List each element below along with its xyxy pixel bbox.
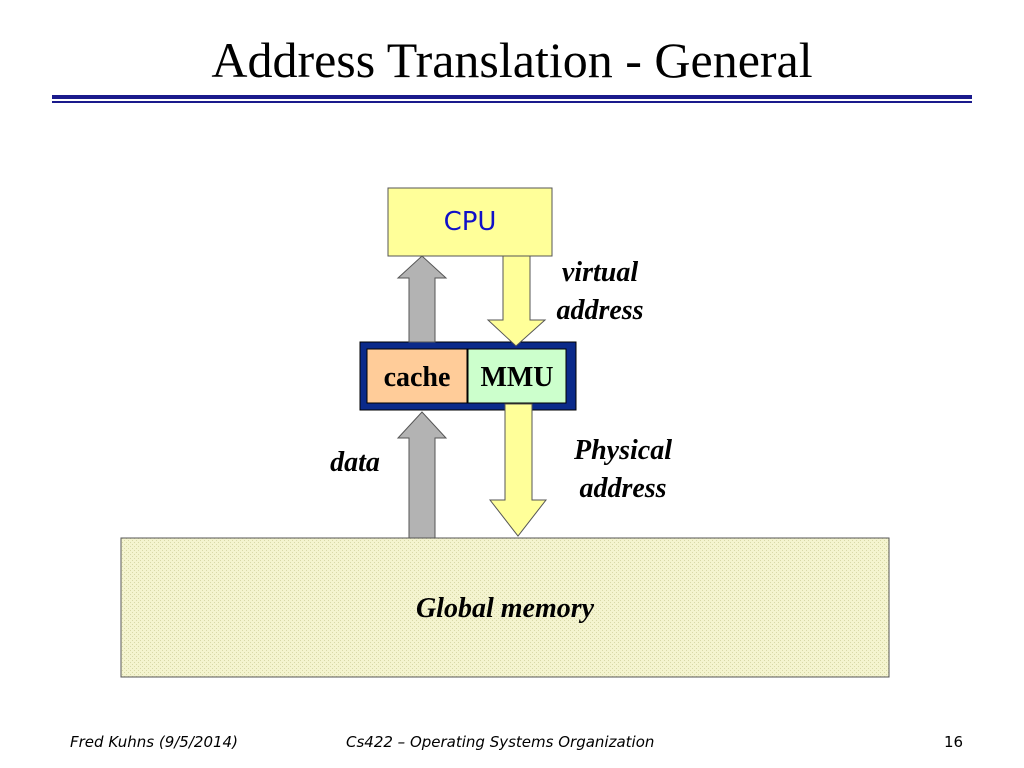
cpu-label: CPU xyxy=(443,207,497,237)
title-rule-thick xyxy=(52,95,972,99)
memory-to-cache-arrow xyxy=(396,411,448,539)
global-memory-label: Global memory xyxy=(415,593,595,624)
virtual-address-label: virtual address xyxy=(530,254,670,330)
cpu-to-mmu-arrow xyxy=(486,255,547,347)
data-label: data xyxy=(330,447,380,478)
virtual-address-line-2: address xyxy=(556,295,644,326)
cache-label: cache xyxy=(383,362,451,393)
physical-address-line-2: address xyxy=(579,473,667,504)
virtual-address-line-1: virtual xyxy=(561,257,639,288)
mmu-to-memory-arrow xyxy=(488,403,548,537)
cache-to-cpu-arrow xyxy=(396,255,448,343)
mmu-label: MMU xyxy=(480,362,554,393)
mmu-box xyxy=(467,348,567,404)
footer-page-number: 16 xyxy=(944,733,964,751)
physical-address-label: Physical address xyxy=(548,432,698,508)
footer-author: Fred Kuhns (9/5/2014) xyxy=(70,733,238,751)
cpu-box xyxy=(387,187,553,257)
physical-address-line-1: Physical xyxy=(574,435,672,466)
global-memory-box xyxy=(120,537,890,678)
footer-course: Cs422 – Operating Systems Organization xyxy=(346,733,655,751)
title-rule-thin xyxy=(52,101,972,103)
slide-title: Address Translation - General xyxy=(211,32,813,88)
cache-box xyxy=(366,348,468,404)
